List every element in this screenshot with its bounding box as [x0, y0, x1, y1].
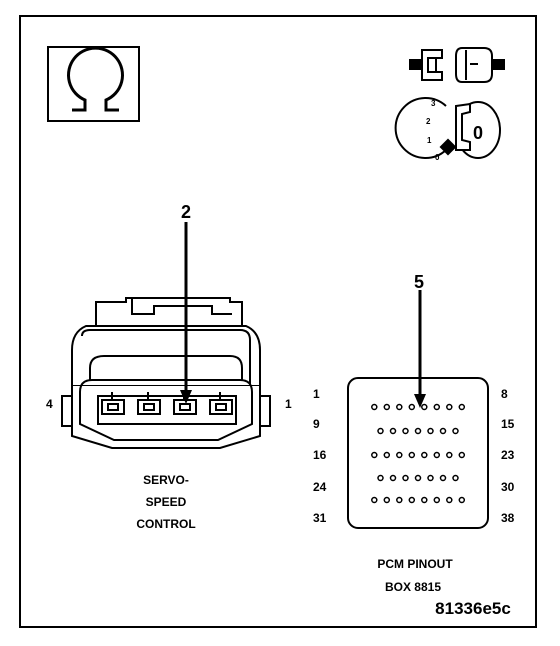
pcm-pin	[396, 451, 403, 459]
ignition-position-2: 2	[426, 117, 431, 126]
pcm-pin-grid	[371, 403, 466, 504]
pcm-pin	[421, 496, 428, 504]
pcm-pin	[458, 451, 466, 459]
pcm-pin	[421, 403, 428, 411]
pcm-pin	[377, 427, 384, 435]
pcm-pin	[421, 451, 428, 459]
pcm-right-pin-label: 38	[501, 511, 515, 525]
pcm-pin	[408, 496, 416, 504]
connector-pin-left-label: 4	[46, 397, 53, 411]
pcm-pin	[452, 474, 459, 482]
servo-speed-connector	[61, 297, 271, 449]
connector-name-line-3: CONTROL	[136, 517, 195, 531]
pcm-left-pin-label: 24	[313, 480, 327, 494]
pcm-pin	[389, 427, 397, 435]
pcm-connector-body	[347, 377, 489, 529]
pcm-pin	[383, 403, 391, 411]
pcm-left-pin-label: 31	[313, 511, 327, 525]
pcm-callout-number: 5	[414, 272, 424, 292]
pcm-pin	[371, 496, 378, 504]
pcm-pin	[446, 403, 453, 411]
pcm-right-pin-label: 8	[501, 387, 508, 401]
pcm-left-pin-label: 1	[313, 387, 320, 401]
pcm-right-pin-label: 15	[501, 417, 515, 431]
diagram-frame	[19, 15, 537, 628]
pcm-pin	[383, 451, 391, 459]
pcm-pin	[383, 496, 391, 504]
connector-callout-number: 2	[181, 202, 191, 222]
pcm-right-pin-label: 30	[501, 480, 515, 494]
callout-2-arrow	[180, 222, 192, 404]
pcm-pin	[433, 451, 441, 459]
figure-id: 81336e5c	[435, 599, 511, 618]
disconnect-connector-icon	[409, 47, 505, 83]
pcm-pin	[439, 474, 447, 482]
pcm-pin	[396, 496, 403, 504]
ignition-position-3: 3	[431, 99, 436, 108]
pcm-pin	[402, 427, 409, 435]
pcm-left-pin-label: 9	[313, 417, 320, 431]
pcm-pin	[371, 451, 378, 459]
pcm-title-line-1: PCM PINOUT	[377, 557, 453, 571]
pcm-pin	[402, 474, 409, 482]
pcm-pin	[452, 427, 459, 435]
pcm-title-line-2: BOX 8815	[385, 580, 441, 594]
pcm-pin	[458, 403, 466, 411]
pcm-pin	[377, 474, 384, 482]
pcm-left-pin-label: 16	[313, 448, 327, 462]
ohm-symbol-icon	[67, 46, 124, 112]
pcm-pin	[439, 427, 447, 435]
connector-pin-right-label: 1	[285, 397, 292, 411]
pcm-pin	[458, 496, 466, 504]
connector-name-line-1: SERVO-	[143, 473, 189, 487]
pcm-pin	[433, 496, 441, 504]
pcm-pin	[427, 474, 434, 482]
pcm-pin	[371, 403, 378, 411]
pcm-pin	[427, 427, 434, 435]
pcm-pin	[396, 403, 403, 411]
pcm-pin	[414, 427, 422, 435]
ignition-key-label: 0	[473, 123, 483, 143]
connector-name-line-2: SPEED	[146, 495, 187, 509]
ignition-position-0: 0	[435, 153, 440, 162]
pcm-pin	[408, 403, 416, 411]
pcm-pin	[389, 474, 397, 482]
ignition-position-1: 1	[427, 136, 432, 145]
pcm-pin	[414, 474, 422, 482]
pcm-pin	[446, 451, 453, 459]
pcm-right-pin-label: 23	[501, 448, 515, 462]
pcm-pin	[433, 403, 441, 411]
pcm-pin	[446, 496, 453, 504]
ignition-key-icon	[394, 97, 501, 159]
callout-5-arrow	[414, 290, 426, 408]
pcm-pin	[408, 451, 416, 459]
